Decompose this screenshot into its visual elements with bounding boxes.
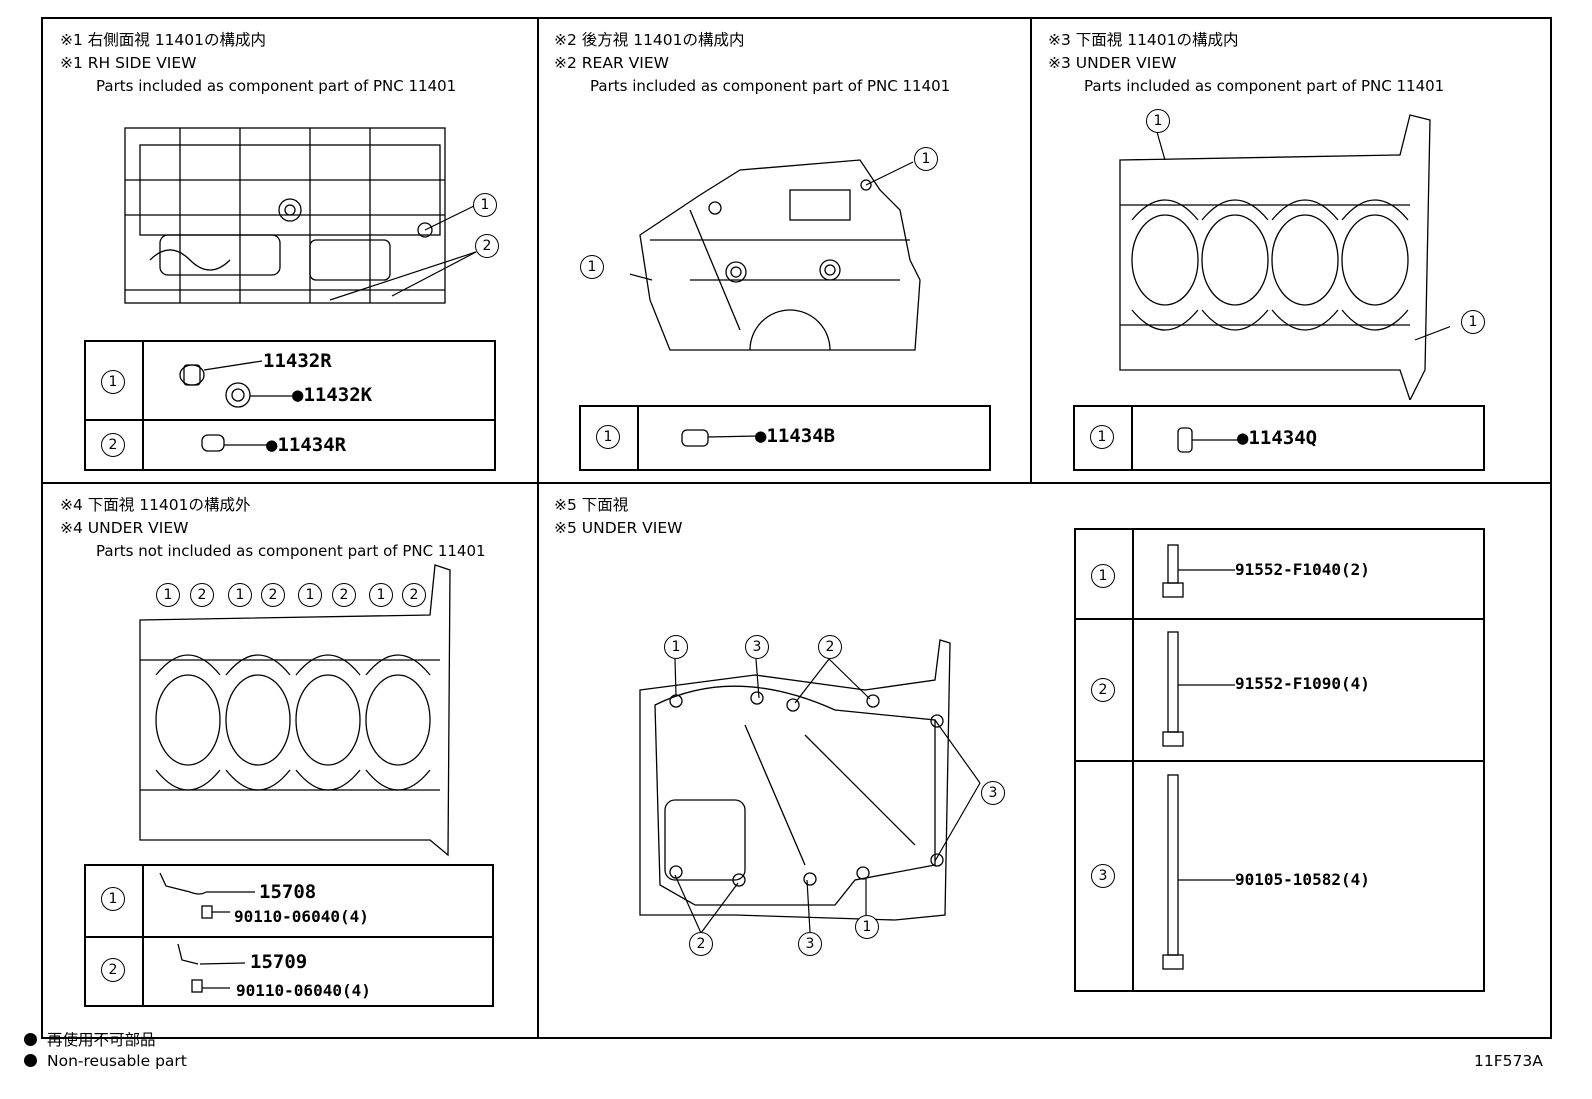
s3-under-engine-drawing (1119, 114, 1450, 400)
s3-parts-table (1073, 405, 1485, 471)
legend-jp-text: 再使用不可部品 (47, 1031, 156, 1049)
s2-part-icon (681, 429, 759, 447)
s4-part-90110-06040-a: 90110-06040(4) (234, 907, 369, 926)
s5-row1-number: 1 (1091, 564, 1115, 588)
s5-callout-3a: 3 (745, 635, 769, 659)
s5-part-90105-10582: 90105-10582(4) (1235, 870, 1370, 889)
s1-part-11432K: ●11432K (292, 384, 373, 406)
s5-leader-lines (674, 658, 981, 934)
s4-row2-number: 2 (101, 958, 125, 982)
s4-part-15708: 15708 (259, 881, 317, 903)
s5-part-91552-F1040: 91552-F1040(2) (1235, 560, 1370, 579)
divider-h (41, 482, 1552, 484)
s1-callout-1: 1 (473, 193, 497, 217)
s3-row1-number: 1 (1090, 425, 1114, 449)
s2-callout-1a: 1 (580, 255, 604, 279)
s1-part-icons (179, 360, 292, 452)
s4-title-en: ※4 UNDER VIEW (60, 519, 189, 537)
s2-callout-1b: 1 (914, 147, 938, 171)
s4-callout-2b: 2 (261, 583, 285, 607)
s1-leader-lines (329, 205, 477, 301)
s4-row1-number: 1 (101, 887, 125, 911)
s5-parts-table (1074, 528, 1485, 992)
s1-part-11434R: ●11434R (266, 434, 347, 456)
s4-callout-2c: 2 (332, 583, 356, 607)
illustration-code: 11F573A (1474, 1052, 1543, 1070)
s2-row1-number: 1 (596, 425, 620, 449)
s3-part-icon (1177, 427, 1240, 453)
s5-callout-2a: 2 (818, 635, 842, 659)
s4-callout-1a: 1 (156, 583, 180, 607)
legend-non-reusable-jp: 再使用不可部品 (24, 1028, 156, 1050)
s4-subtitle: Parts not included as component part of … (96, 542, 486, 560)
legend-non-reusable-en: Non-reusable part (24, 1052, 187, 1070)
diagram-frame (41, 17, 1552, 1039)
s4-callout-1b: 1 (228, 583, 252, 607)
s5-callout-1b: 1 (855, 915, 879, 939)
s2-subtitle: Parts included as component part of PNC … (590, 77, 951, 95)
s5-header: ※5 下面視 ※5 UNDER VIEW (554, 494, 682, 540)
s4-title-jp: ※4 下面視 11401の構成外 (60, 496, 251, 514)
s2-title-en: ※2 REAR VIEW (554, 54, 669, 72)
s5-part-91552-F1090: 91552-F1090(4) (1235, 674, 1370, 693)
s1-row2-number: 2 (101, 433, 125, 457)
s2-part-11434B: ●11434B (755, 425, 836, 447)
s5-title-jp: ※5 下面視 (554, 496, 629, 514)
s5-callout-3c: 3 (798, 932, 822, 956)
divider-v2 (1030, 17, 1032, 483)
s3-subtitle: Parts included as component part of PNC … (1084, 77, 1445, 95)
s1-parts-table (84, 340, 496, 471)
s5-callout-3b: 3 (981, 781, 1005, 805)
s1-subtitle: Parts included as component part of PNC … (96, 77, 457, 95)
s5-bolt-icons (1162, 544, 1235, 970)
s3-header: ※3 下面視 11401の構成内 ※3 UNDER VIEW Parts inc… (1048, 29, 1444, 98)
s4-header: ※4 下面視 11401の構成外 ※4 UNDER VIEW Parts not… (60, 494, 486, 563)
s5-callout-1a: 1 (664, 635, 688, 659)
s2-title-jp: ※2 後方視 11401の構成内 (554, 31, 745, 49)
s5-callout-2b: 2 (689, 932, 713, 956)
s1-callout-2: 2 (475, 234, 499, 258)
s3-callout-1b: 1 (1461, 310, 1485, 334)
s2-rear-engine-drawing (630, 159, 921, 351)
s3-title-jp: ※3 下面視 11401の構成内 (1048, 31, 1239, 49)
s4-part-15709: 15709 (250, 951, 308, 973)
s2-parts-table (579, 405, 991, 471)
s4-callout-2a: 2 (190, 583, 214, 607)
s4-callout-1c: 1 (298, 583, 322, 607)
s5-under-engine-drawing (639, 639, 951, 921)
s4-part-90110-06040-b: 90110-06040(4) (236, 981, 371, 1000)
s3-title-en: ※3 UNDER VIEW (1048, 54, 1177, 72)
s1-header: ※1 右側面視 11401の構成内 ※1 RH SIDE VIEW Parts … (60, 29, 456, 98)
s2-header: ※2 後方視 11401の構成内 ※2 REAR VIEW Parts incl… (554, 29, 950, 98)
divider-v1 (537, 17, 539, 1039)
bullet-icon (24, 1033, 37, 1046)
s1-row1-number: 1 (101, 370, 125, 394)
s3-callout-1a: 1 (1146, 109, 1170, 133)
s4-callout-1d: 1 (369, 583, 393, 607)
s1-rh-side-engine-drawing (124, 127, 446, 304)
s5-row2-number: 2 (1091, 678, 1115, 702)
legend-en-text: Non-reusable part (47, 1052, 187, 1070)
s1-title-jp: ※1 右側面視 11401の構成内 (60, 31, 267, 49)
s5-row3-number: 3 (1091, 864, 1115, 888)
s4-under-engine-drawing (139, 564, 451, 857)
s4-callout-2d: 2 (402, 583, 426, 607)
s5-title-en: ※5 UNDER VIEW (554, 519, 683, 537)
s3-part-11434Q: ●11434Q (1237, 427, 1318, 449)
s1-part-11432R: 11432R (263, 350, 332, 372)
s4-parts-table (84, 864, 494, 1007)
bullet-icon (24, 1054, 37, 1067)
s1-title-en: ※1 RH SIDE VIEW (60, 54, 197, 72)
s4-part-icons (159, 872, 255, 993)
